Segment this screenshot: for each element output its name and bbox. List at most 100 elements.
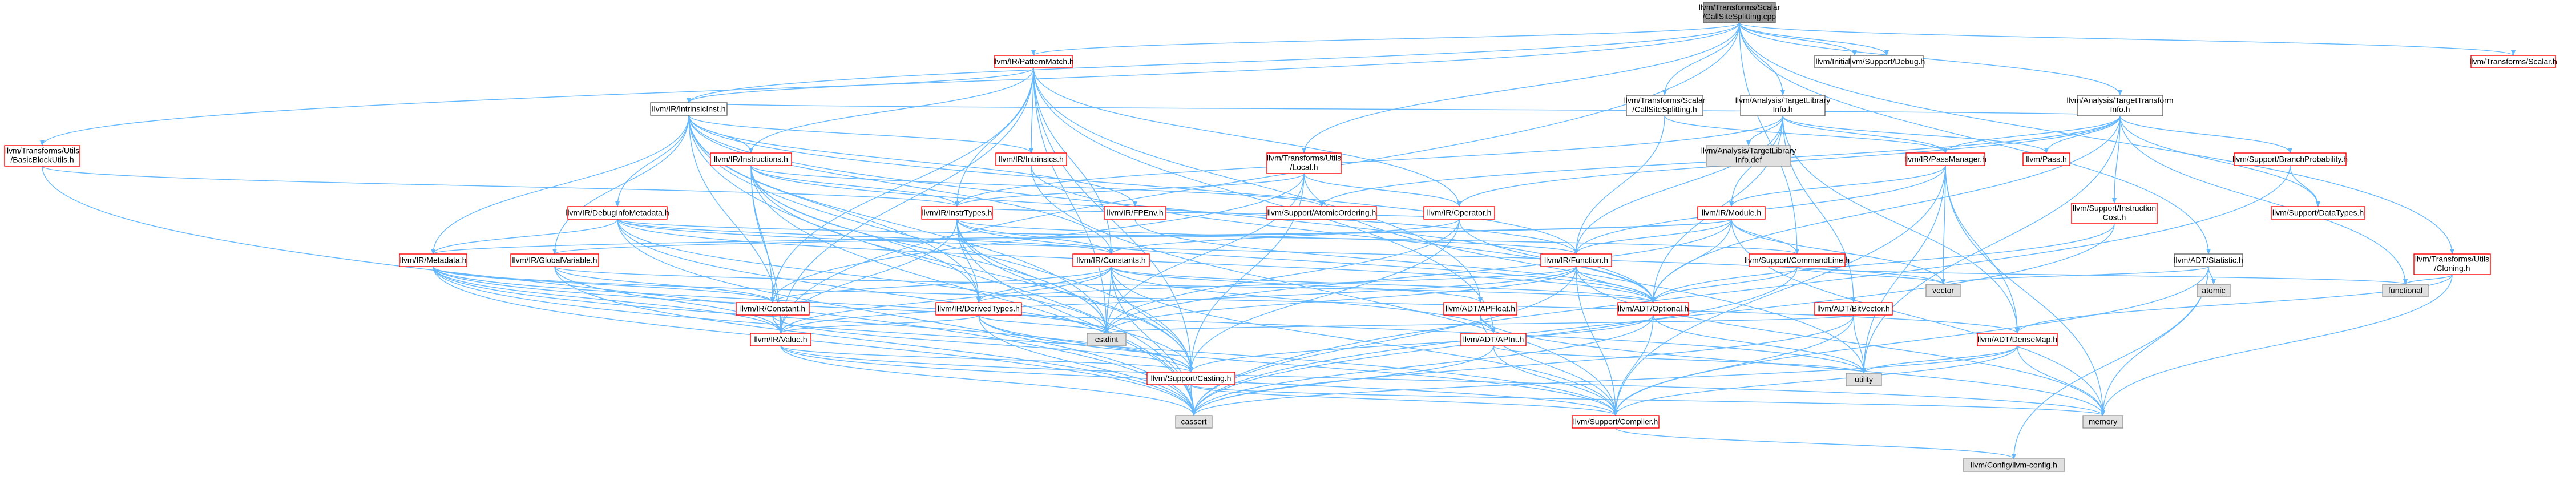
node-optional[interactable]: llvm/ADT/Optional.h — [1617, 302, 1689, 316]
edge-densemap-to-memory — [2017, 345, 2105, 416]
node-instructions[interactable]: llvm/IR/Instructions.h — [710, 152, 792, 166]
edge-intrinsicinst-to-metadata — [431, 115, 689, 255]
node-label-local: /Local.h — [1290, 163, 1318, 172]
node-constant[interactable]: llvm/IR/Constant.h — [736, 302, 810, 316]
node-label-basicblockutils: /BasicBlockUtils.h — [10, 155, 74, 164]
node-label-debuginfometa: llvm/IR/DebugInfoMetadata.h — [566, 208, 669, 217]
node-irmodule[interactable]: llvm/IR/Module.h — [1697, 206, 1766, 220]
node-box-datatypes — [2271, 206, 2365, 220]
node-memory[interactable]: memory — [2082, 415, 2123, 429]
edge-tti-to-datatypes — [2119, 115, 2320, 207]
node-pass[interactable]: llvm/Pass.h — [2022, 152, 2070, 166]
edge-tli-to-passmanager — [1782, 115, 1948, 154]
edge-debuginfometa-to-vector — [617, 219, 1945, 285]
node-operator[interactable]: llvm/IR/Operator.h — [1423, 206, 1495, 220]
edge-apint-to-utility — [1493, 345, 1866, 374]
node-label-intrinsics: llvm/IR/Intrinsics.h — [999, 155, 1064, 164]
edge-operator-to-constants — [1109, 219, 1460, 255]
node-metadata[interactable]: llvm/IR/Metadata.h — [399, 253, 467, 267]
edge-instructions-to-instrtypes — [750, 165, 959, 207]
node-llvmconfig[interactable]: llvm/Config/llvm-config.h — [1963, 458, 2065, 472]
node-fpenv[interactable]: llvm/IR/FPEnv.h — [1104, 206, 1166, 220]
node-utility[interactable]: utility — [1846, 373, 1882, 386]
node-compiler[interactable]: llvm/Support/Compiler.h — [1572, 415, 1660, 429]
node-vector[interactable]: vector — [1925, 284, 1961, 297]
edge-branchprob-to-datatypes — [2290, 165, 2320, 207]
node-label-vector: vector — [1932, 286, 1954, 295]
node-scalar[interactable]: llvm/Transforms/Scalar.h — [2469, 55, 2557, 68]
node-passmanager[interactable]: llvm/IR/PassManager.h — [1904, 152, 1986, 166]
node-css_h[interactable]: llvm/Transforms/Scalar/CallSiteSplitting… — [1624, 95, 1706, 116]
edge-operator-to-casting — [1189, 219, 1460, 373]
node-label-value: llvm/IR/Value.h — [754, 335, 807, 344]
edge-basicblockutils-to-cassert — [42, 166, 1196, 416]
node-datatypes[interactable]: llvm/Support/DataTypes.h — [2271, 206, 2365, 220]
node-root[interactable]: llvm/Transforms/Scalar/CallSiteSplitting… — [1699, 2, 1780, 23]
node-label-utility: utility — [1855, 375, 1873, 384]
edge-metadata-to-casting — [433, 266, 1193, 373]
edge-cloning-to-functional — [2403, 274, 2453, 285]
edge-operator-to-instrtypes — [955, 206, 1460, 220]
node-commandline[interactable]: llvm/Support/CommandLine.h — [1745, 253, 1850, 267]
node-globalvariable[interactable]: llvm/IR/GlobalVariable.h — [510, 253, 599, 267]
node-local[interactable]: llvm/Transforms/Utils/Local.h — [1266, 152, 1342, 174]
edge-passmanager-to-vector — [1941, 165, 1946, 285]
node-box-apint — [1460, 333, 1527, 346]
node-box-scalar — [2470, 55, 2556, 68]
node-box-constant — [736, 302, 810, 316]
node-functional[interactable]: functional — [2382, 284, 2429, 297]
node-apfloat[interactable]: llvm/ADT/APFloat.h — [1443, 302, 1517, 316]
node-statistic[interactable]: llvm/ADT/Statistic.h — [2174, 253, 2243, 267]
edge-bitvector-to-compiler — [1613, 314, 1854, 416]
node-constants[interactable]: llvm/IR/Constants.h — [1072, 253, 1150, 267]
node-derivedtypes[interactable]: llvm/IR/DerivedTypes.h — [935, 302, 1022, 316]
node-label-atomic: atomic — [2202, 286, 2225, 295]
node-instrtypes[interactable]: llvm/IR/InstrTypes.h — [921, 206, 993, 220]
node-label-operator: llvm/IR/Operator.h — [1427, 208, 1492, 217]
edge-tli-to-instrtypes — [955, 115, 1783, 207]
node-debuginfometa[interactable]: llvm/IR/DebugInfoMetadata.h — [566, 206, 669, 220]
node-basicblockutils[interactable]: llvm/Transforms/Utils/BasicBlockUtils.h — [4, 145, 80, 167]
edge-densemap-to-compiler — [1613, 345, 2018, 416]
node-box-constants — [1072, 253, 1150, 267]
node-label-globalvariable: llvm/IR/GlobalVariable.h — [512, 256, 597, 265]
node-intrinsics[interactable]: llvm/IR/Intrinsics.h — [995, 152, 1067, 166]
edge-function-to-cstdint — [1104, 266, 1577, 334]
node-debug[interactable]: llvm/Support/Debug.h — [1848, 55, 1925, 68]
node-atomic[interactable]: atomic — [2197, 284, 2231, 297]
edge-intrinsicinst-to-debuginfometa — [615, 115, 689, 207]
node-box-instrcost — [2071, 203, 2158, 224]
edge-patternmatch-to-apint — [1033, 67, 1496, 334]
node-branchprob[interactable]: llvm/Support/BranchProbability.h — [2232, 152, 2348, 166]
edge-apint-to-cassert — [1192, 345, 1494, 416]
node-cassert[interactable]: cassert — [1175, 415, 1213, 429]
node-function[interactable]: llvm/IR/Function.h — [1540, 253, 1612, 267]
edge-constants-to-cassert — [1111, 266, 1196, 416]
edge-casting-to-cassert — [1190, 384, 1196, 416]
node-label-fpenv: llvm/IR/FPEnv.h — [1107, 208, 1163, 217]
edge-derivedtypes-to-value — [778, 314, 979, 334]
node-cstdint[interactable]: cstdint — [1087, 333, 1127, 346]
node-cloning[interactable]: llvm/Transforms/Utils/Cloning.h — [2413, 253, 2491, 275]
edge-optional-to-compiler — [1613, 314, 1654, 416]
node-patternmatch[interactable]: llvm/IR/PatternMatch.h — [993, 55, 1074, 68]
edge-constants-to-apfloat — [1111, 266, 1483, 303]
edge-constants-to-value — [778, 266, 1112, 334]
node-densemap[interactable]: llvm/ADT/DenseMap.h — [1977, 333, 2058, 346]
node-bitvector[interactable]: llvm/ADT/BitVector.h — [1814, 302, 1893, 316]
node-casting[interactable]: llvm/Support/Casting.h — [1146, 372, 1235, 385]
edge-apfloat-to-compiler — [1480, 314, 1618, 416]
edge-constants-to-optional — [1111, 266, 1656, 303]
node-apint[interactable]: llvm/ADT/APInt.h — [1460, 333, 1527, 346]
node-value[interactable]: llvm/IR/Value.h — [750, 333, 811, 346]
node-label-tli: llvm/Analysis/TargetLibrary — [1735, 96, 1831, 105]
node-intrinsicinst[interactable]: llvm/IR/IntrinsicInst.h — [650, 102, 728, 116]
edge-instrtypes-to-function — [956, 219, 1578, 255]
edge-root-to-statistic — [1739, 22, 2211, 255]
node-atomicordering[interactable]: llvm/Support/AtomicOrdering.h — [1266, 206, 1377, 220]
edge-patternmatch-to-casting — [1033, 67, 1193, 373]
